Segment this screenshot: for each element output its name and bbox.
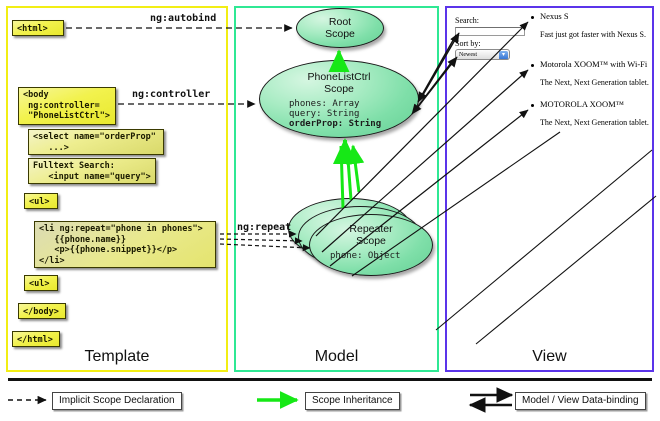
view-list-bullet — [531, 104, 534, 107]
view-item-name-2[interactable]: MOTOROLA XOOM™ — [540, 99, 624, 109]
scope-repeater-title-2: Scope — [356, 234, 386, 247]
scope-root: Root Scope — [296, 8, 384, 48]
view-sort-selected-value: Newest — [459, 52, 477, 58]
column-label-model: Model — [314, 348, 359, 365]
view-item-snippet-2: The Next, Next Generation tablet. — [540, 118, 649, 127]
column-label-view: View — [532, 348, 567, 365]
view-item-name-1[interactable]: Motorola XOOM™ with Wi-Fi — [540, 59, 648, 69]
scope-phonelistctrl: PhoneListCtrl Scope phones: Array query:… — [259, 60, 419, 138]
legend: Implicit Scope Declaration Scope Inherit… — [0, 378, 660, 421]
view-sort-label: Sort by: — [455, 39, 481, 48]
scope-repeater-title-1: Repeater — [349, 223, 393, 235]
scope-phonelistctrl-title-2: Scope — [324, 82, 354, 95]
legend-item-scope-inheritance: Scope Inheritance — [305, 392, 400, 410]
column-label-template: Template — [84, 348, 150, 365]
view-item-snippet-0: Fast just got faster with Nexus S. — [540, 30, 646, 39]
scope-prop-phones: phones: Array — [289, 99, 360, 109]
view-item-name-0[interactable]: Nexus S — [540, 11, 569, 21]
template-block-ul-close: <ul> — [24, 275, 58, 291]
scope-phonelistctrl-title-1: PhoneListCtrl — [307, 71, 371, 83]
chevron-down-icon: ▾ — [499, 51, 508, 59]
legend-item-implicit-scope-declaration: Implicit Scope Declaration — [52, 392, 182, 410]
view-item-snippet-1: The Next, Next Generation tablet. — [540, 78, 649, 87]
connector-label-ng-autobind: ng:autobind — [150, 13, 217, 24]
scope-prop-orderprop: orderProp: String — [289, 119, 382, 129]
scope-root-title-2: Scope — [325, 27, 355, 40]
scope-root-title-1: Root — [328, 16, 352, 28]
view-list-bullet — [531, 16, 534, 19]
connector-label-ng-repeat: ng:repeat — [237, 222, 292, 233]
view-search-input[interactable] — [455, 27, 525, 36]
template-block-fulltext-search: Fulltext Search: <input name="query"> — [28, 158, 156, 184]
template-block-body-close: </body> — [18, 303, 66, 319]
view-search-label: Search: — [455, 16, 479, 25]
scope-prop-phone: phone: Object — [330, 251, 401, 261]
scope-repeater: Repeater Scope phone: Object — [309, 214, 433, 276]
template-block-body: <body ng:controller= "PhoneListCtrl"> — [18, 87, 116, 125]
template-block-html-open: <html> — [12, 20, 64, 36]
template-block-html-close: </html> — [12, 331, 60, 347]
template-block-ul-open: <ul> — [24, 193, 58, 209]
view-list-bullet — [531, 64, 534, 67]
legend-item-model-view-data-binding: Model / View Data-binding — [515, 392, 646, 410]
template-block-select: <select name="orderProp" ...> — [28, 129, 164, 155]
connector-label-ng-controller: ng:controller — [132, 89, 211, 100]
view-sort-select[interactable]: Newest ▾ — [455, 49, 510, 60]
scope-prop-query: query: String — [289, 109, 360, 119]
legend-divider — [8, 378, 652, 381]
template-block-li-repeat: <li ng:repeat="phone in phones"> {{phone… — [34, 221, 216, 268]
